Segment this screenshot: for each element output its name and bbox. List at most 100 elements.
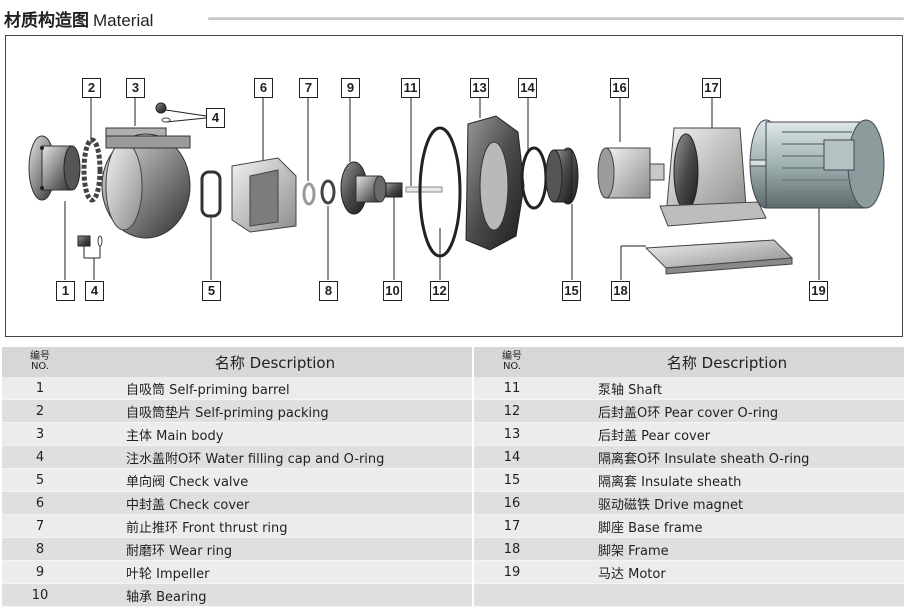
part-description: 后封盖O环 Pear cover O-ring [550,399,904,423]
callout-5: 5 [202,281,221,301]
part-no: 13 [474,422,550,446]
part-self-priming-barrel [28,135,81,201]
callout-12: 12 [430,281,449,301]
part-description: 驱动磁铁 Drive magnet [550,491,904,515]
column-header-no-en: NO. [30,361,50,372]
part-description [550,583,904,607]
part-no: 11 [474,377,550,400]
part-description: 单向阀 Check valve [78,468,472,492]
table-row [474,583,904,607]
column-header-description: 名称 Description [550,347,904,377]
callout-13: 13 [470,78,489,98]
part-no: 14 [474,445,550,469]
exploded-view-drawing [28,96,885,280]
part-drive-magnet [597,147,665,199]
header-rule [208,17,904,20]
column-header-no-cn: 编号 [502,351,522,362]
callout-1: 1 [56,281,75,301]
column-header-description: 名称 Description [78,347,472,377]
callout-19: 19 [809,281,828,301]
part-no: 19 [474,560,550,584]
part-no: 2 [2,399,78,423]
part-description: 泵轴 Shaft [550,377,904,400]
part-insulate-sheath-o-ring [520,146,548,210]
part-insulate-sheath [545,147,579,205]
part-no: 18 [474,537,550,561]
callout-18: 18 [611,281,630,301]
part-description: 主体 Main body [78,422,472,446]
part-self-priming-packing [81,137,103,203]
part-description: 耐磨环 Wear ring [78,537,472,561]
part-no: 8 [2,537,78,561]
part-no: 15 [474,468,550,492]
part-no: 17 [474,514,550,538]
section-title-cn: 材质构造图 [4,11,89,31]
part-description: 自吸筒垫片 Self-priming packing [78,399,472,423]
part-no: 6 [2,491,78,515]
part-description: 注水盖附O环 Water filling cap and O-ring [78,445,472,469]
part-check-cover [231,157,297,233]
part-base-frame [659,127,767,227]
part-frame [644,239,794,275]
exploded-view-diagram: 2 3 4 6 7 9 11 13 14 16 17 1 4 5 8 10 12… [5,35,903,337]
part-water-filling-cap [77,102,171,247]
part-description: 隔离套 Insulate sheath [550,468,904,492]
part-description: 脚架 Frame [550,537,904,561]
part-description: 脚座 Base frame [550,514,904,538]
callout-2: 2 [82,78,101,98]
callout-6: 6 [254,78,273,98]
part-no [474,583,550,607]
callout-4-top: 4 [206,108,225,128]
part-description: 中封盖 Check cover [78,491,472,515]
section-title-en: Material [93,11,154,30]
part-description: 自吸筒 Self-priming barrel [78,377,472,400]
part-pear-cover-o-ring [418,126,462,258]
callout-15: 15 [562,281,581,301]
callout-14: 14 [518,78,537,98]
part-no: 12 [474,399,550,423]
part-impeller [340,161,387,215]
callout-7: 7 [299,78,318,98]
part-description: 隔离套O环 Insulate sheath O-ring [550,445,904,469]
part-description: 前止推环 Front thrust ring [78,514,472,538]
part-description: 马达 Motor [550,560,904,584]
part-no: 7 [2,514,78,538]
callout-10: 10 [383,281,402,301]
callout-16: 16 [610,78,629,98]
callout-17: 17 [702,78,721,98]
part-bearing [385,182,403,198]
part-description: 轴承 Bearing [78,583,472,607]
part-no: 9 [2,560,78,584]
part-wear-ring [320,179,336,205]
part-no: 3 [2,422,78,446]
part-shaft [405,186,443,193]
part-no: 16 [474,491,550,515]
callout-3: 3 [126,78,145,98]
callout-9: 9 [341,78,360,98]
part-front-thrust-ring [302,182,316,206]
